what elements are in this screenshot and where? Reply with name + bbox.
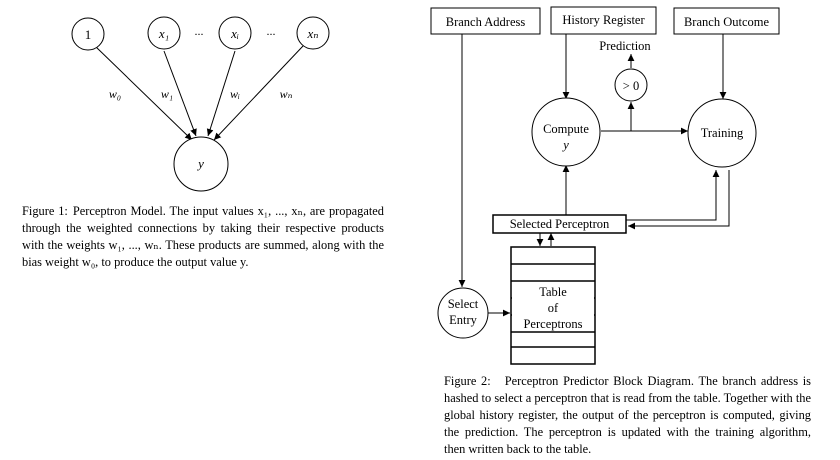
node-output-label: y — [196, 156, 204, 171]
node-compute: Compute y — [531, 97, 601, 167]
ellipsis-1: ... — [195, 24, 204, 38]
box-selected-perceptron-label: Selected Perceptron — [510, 217, 610, 231]
node-x1-label: x₁ — [158, 26, 169, 41]
figure2-caption-text: Perceptron Predictor Block Diagram. The … — [444, 374, 811, 456]
edge-xi-to-y — [206, 50, 236, 137]
node-select-entry-line1: Select — [448, 297, 479, 311]
edge-x1-to-y — [163, 50, 197, 137]
table-label-line2: of — [548, 301, 559, 315]
node-threshold: > 0 — [614, 68, 648, 102]
box-history-register-label: History Register — [562, 13, 645, 27]
weight-w0: w₀ — [109, 87, 121, 101]
figure1-caption-label: Figure 1: — [22, 204, 68, 218]
weight-wn: wₙ — [280, 87, 293, 101]
box-branch-address-label: Branch Address — [446, 15, 526, 29]
node-bias-label: 1 — [85, 27, 92, 42]
node-select-entry-line2: Entry — [449, 313, 478, 327]
node-xi-label: xᵢ — [230, 26, 239, 41]
node-xi: xᵢ — [218, 16, 252, 50]
ellipsis-2: ... — [267, 24, 276, 38]
table-of-perceptrons: Table of Perceptrons — [510, 246, 596, 365]
node-training: Training — [687, 98, 757, 168]
node-select-entry: Select Entry — [437, 287, 489, 339]
box-branch-address: Branch Address — [430, 7, 541, 35]
edge-selected-to-training — [626, 170, 720, 221]
node-xn: xₙ — [296, 16, 330, 50]
table-label-line3: Perceptrons — [523, 317, 582, 331]
figure2-caption-label: Figure 2: — [444, 374, 491, 388]
figure1-perceptron-model: 1 x₁ ... xᵢ ... xₙ w₀ w₁ wᵢ wₙ y — [71, 16, 330, 192]
figure2-caption: Figure 2:Perceptron Predictor Block Diag… — [444, 373, 811, 458]
figure1-caption: Figure 1:Perceptron Model. The input val… — [22, 203, 384, 271]
figure1-caption-text: Perceptron Model. The input values x₁, .… — [22, 204, 384, 269]
box-branch-outcome: Branch Outcome — [673, 7, 780, 35]
node-output-y: y — [173, 136, 229, 192]
box-branch-outcome-label: Branch Outcome — [684, 15, 769, 29]
weight-wi: wᵢ — [230, 87, 240, 101]
edge-xn-to-y — [213, 45, 304, 141]
box-selected-perceptron: Selected Perceptron — [492, 214, 627, 234]
edge-bias-to-y — [94, 45, 193, 141]
box-history-register: History Register — [550, 6, 657, 35]
node-bias: 1 — [71, 17, 105, 51]
table-label-line1: Table — [539, 285, 567, 299]
figure2-block-diagram: Branch Address History Register Branch O… — [430, 6, 780, 365]
node-compute-label: Compute — [543, 122, 589, 136]
weight-w1: w₁ — [161, 87, 173, 101]
node-x1: x₁ — [147, 16, 181, 50]
node-compute-y: y — [561, 138, 569, 152]
node-xn-label: xₙ — [306, 26, 318, 41]
node-threshold-label: > 0 — [623, 79, 639, 93]
edge-training-to-selected — [628, 170, 730, 230]
node-training-label: Training — [701, 126, 744, 140]
prediction-label: Prediction — [599, 39, 651, 53]
